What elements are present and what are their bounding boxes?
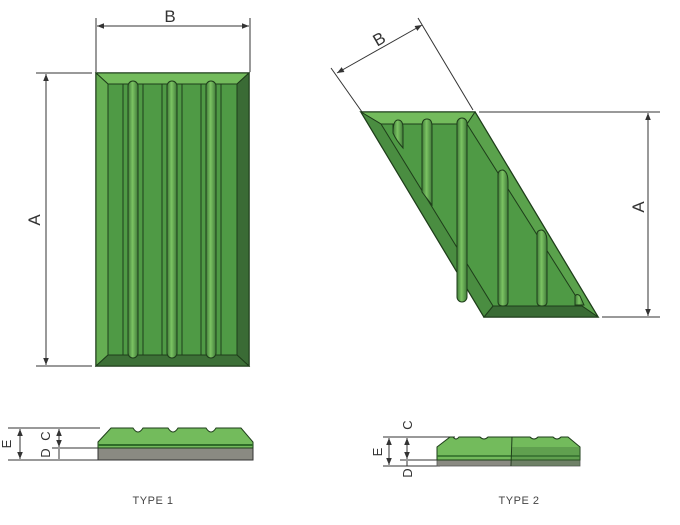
type2-tile [359,111,600,318]
type2-dimension-a: A [479,111,660,318]
type1-tile [94,71,251,368]
type1-caption: TYPE 1 [133,495,174,507]
type1-label-b: B [164,7,175,26]
type1-label-d: D [38,448,53,457]
type2-label-d: D [400,468,415,477]
type2-label-a: A [629,201,648,213]
type2-label-b: B [370,28,389,50]
type1-label-c: C [38,431,53,440]
type1-profile-view: E D C [0,427,254,461]
type1-plan-view: B A [25,7,251,368]
type2-caption: TYPE 2 [499,495,540,507]
type2-plan-view: B A [330,17,660,318]
type1-raised-bars [122,80,222,359]
type2-label-c: C [400,420,415,429]
type1-label-a: A [25,214,44,226]
type2-raised-bars [392,117,585,307]
type2-dimension-b: B [330,17,474,113]
type1-dimension-b: B [95,7,251,72]
type2-label-e: E [370,447,385,456]
type1-label-e: E [0,439,14,448]
type2-profile-view: E D C [370,420,581,478]
type1-dimension-a: A [25,72,92,367]
